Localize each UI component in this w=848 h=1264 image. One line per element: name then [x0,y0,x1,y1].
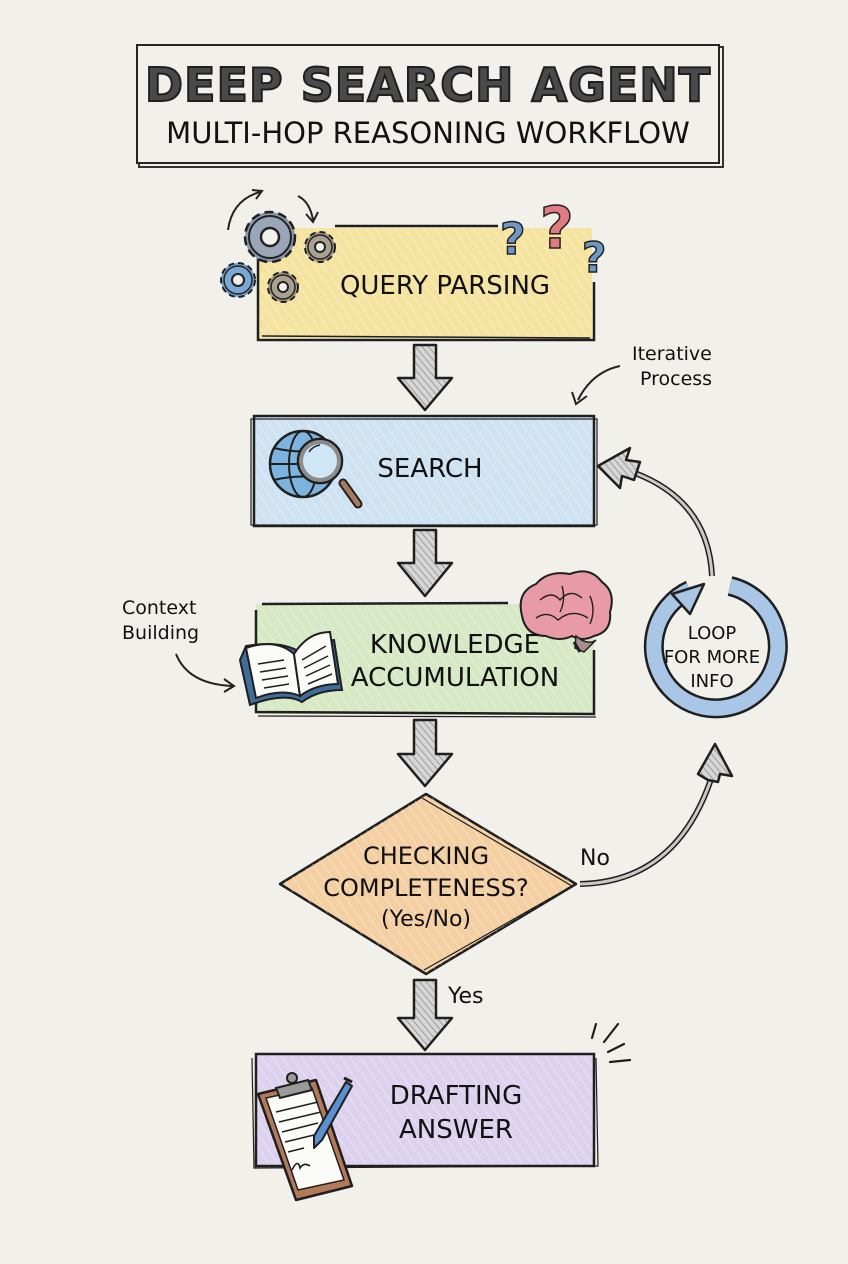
iterative-line2: Process [640,368,713,390]
context-line1: Context [122,597,197,619]
node-drafting-label-line2: ANSWER [399,1115,513,1145]
loop-label-line2: FOR MORE [663,647,761,668]
iterative-line1: Iterative [632,343,712,365]
yes-branch-arrow [396,978,454,1052]
open-book-icon [238,630,344,707]
yes-edge-label: Yes [448,984,484,1009]
arrow-knowledge-to-check [396,718,454,788]
node-search-label: SEARCH [377,454,483,484]
loop-label-line3: INFO [690,671,734,692]
svg-text:?: ? [540,194,574,262]
node-check-label-line1: CHECKING [362,842,490,870]
emphasis-lines-icon [590,1022,632,1064]
iterative-pointer-arrow [577,365,621,401]
title-banner: DEEP SEARCH AGENT MULTI-HOP REASONING WO… [136,44,720,164]
no-edge-label: No [580,846,610,871]
circular-arrow-icon [643,576,788,719]
brain-icon [519,570,613,653]
clipboard-pen-icon [256,1072,354,1202]
node-drafting-label-line1: DRAFTING [389,1081,523,1111]
globe-magnifier-icon [268,429,363,509]
context-pointer-arrow [175,653,233,687]
node-query-parsing-label: QUERY PARSING [339,271,551,301]
page-title: DEEP SEARCH AGENT [144,57,712,113]
svg-text:?: ? [582,233,606,282]
context-line2: Building [122,622,200,644]
node-knowledge-label-line1: KNOWLEDGE [369,630,541,660]
iterative-process-note: Iterative Process [632,342,712,392]
node-check-label-line2: COMPLETENESS? [323,874,529,902]
svg-text:?: ? [500,214,526,265]
page-subtitle: MULTI-HOP REASONING WORKFLOW [166,116,690,150]
gears-icon [220,189,336,303]
context-building-note: Context Building [122,596,199,646]
node-check-label-line3: (Yes/No) [380,907,471,932]
question-marks-icon: ? ? ? [499,193,607,283]
loop-label-line1: LOOP [687,623,737,644]
arrow-query-to-search [396,343,454,412]
arrow-search-to-knowledge [396,528,454,598]
node-knowledge-label-line2: ACCUMULATION [350,663,560,693]
